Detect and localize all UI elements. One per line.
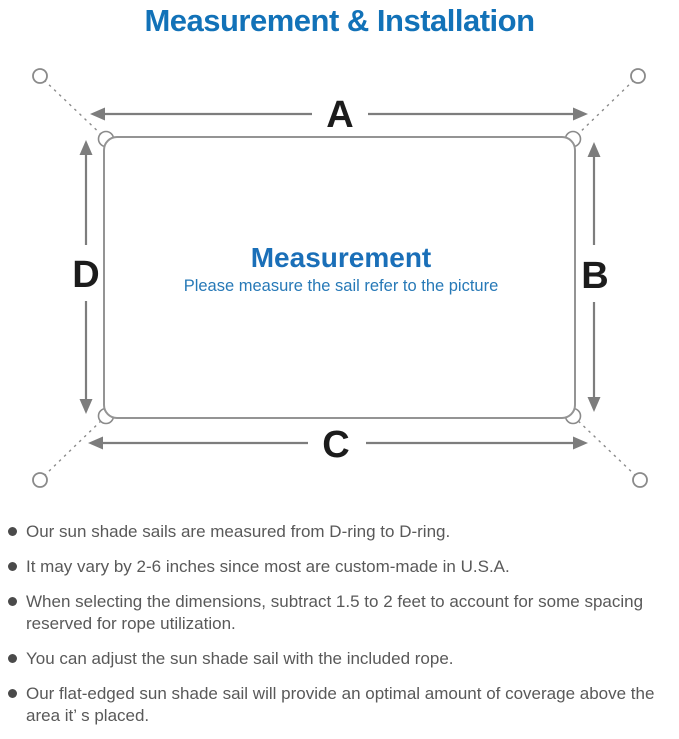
rope-line-top-right — [572, 79, 635, 140]
bullet-text: It may vary by 2-6 inches since most are… — [26, 557, 510, 576]
measurement-subtitle: Please measure the sail refer to the pic… — [184, 277, 499, 295]
sail-outline — [103, 136, 576, 419]
anchor-point-icon-bottom-left — [32, 472, 48, 488]
anchor-point-icon-top-left — [32, 68, 48, 84]
sail-measurement-diagram: Measurement Please measure the sail refe… — [32, 68, 648, 488]
bullet-text: Our sun shade sails are measured from D-… — [26, 522, 451, 541]
rope-line-bottom-left — [43, 415, 107, 477]
measurement-title: Measurement — [251, 242, 432, 273]
bullet-text: You can adjust the sun shade sail with t… — [26, 649, 454, 668]
bullet-dot-icon — [8, 689, 17, 698]
bullet-text: When selecting the dimensions, subtract … — [26, 592, 644, 633]
bullet-dot-icon — [8, 527, 17, 536]
dimension-arrow-left — [79, 140, 93, 414]
bullet-item: You can adjust the sun shade sail with t… — [8, 648, 671, 670]
dimension-label-d: D — [72, 254, 99, 296]
bullet-dot-icon — [8, 654, 17, 663]
dimension-label-b: B — [581, 255, 608, 297]
bullet-list: Our sun shade sails are measured from D-… — [0, 521, 679, 727]
bullet-item: Our sun shade sails are measured from D-… — [8, 521, 671, 543]
dimension-arrow-bottom — [88, 436, 588, 450]
anchor-point-icon-top-right — [630, 68, 646, 84]
bullet-item: It may vary by 2-6 inches since most are… — [8, 556, 671, 578]
rope-line-top-left — [43, 79, 107, 140]
dimension-label-a: A — [326, 94, 353, 136]
dimension-label-c: C — [322, 424, 349, 466]
dimension-arrow-right — [587, 142, 601, 412]
bullet-dot-icon — [8, 597, 17, 606]
page-title: Measurement & Installation — [144, 3, 535, 38]
anchor-point-icon-bottom-right — [632, 472, 648, 488]
bullet-item: When selecting the dimensions, subtract … — [8, 591, 671, 635]
bullet-dot-icon — [8, 562, 17, 571]
dimension-arrow-top — [90, 107, 588, 121]
bullet-item: Our flat-edged sun shade sail will provi… — [8, 683, 671, 727]
rope-line-bottom-right — [572, 415, 637, 477]
bullet-text: Our flat-edged sun shade sail will provi… — [26, 684, 655, 725]
